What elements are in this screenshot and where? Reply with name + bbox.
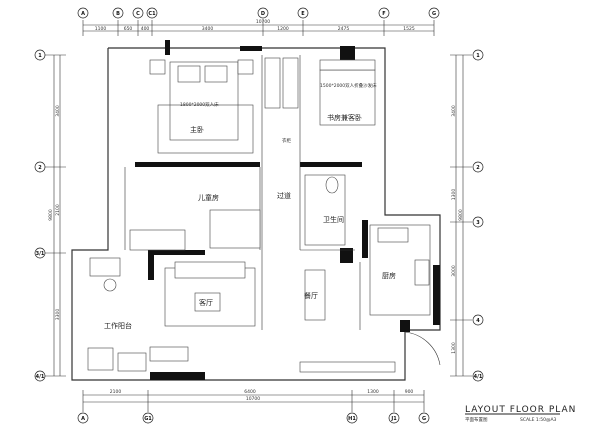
dim-top: 3400 <box>202 26 214 32</box>
grid-label: J1 <box>390 416 397 422</box>
grid-label: 1 <box>38 53 42 59</box>
grid-label: G <box>422 416 426 422</box>
grid-bubble-right: 4/1 <box>472 370 484 382</box>
title-block: LAYOUT FLOOR PLAN 平面布置图 SCALE 1:50@A3 <box>465 405 576 423</box>
dim-right: 3400 <box>451 105 457 117</box>
room-dining: 餐厅 <box>304 291 318 300</box>
grid-label: 3 <box>476 220 480 226</box>
furniture <box>87 57 441 373</box>
dim-top: 400 <box>141 26 150 32</box>
grid-bubble-left: 1 <box>34 49 46 61</box>
grid-bubble-top: F <box>378 7 390 19</box>
grid-label: G <box>432 11 436 17</box>
grid-label: 1 <box>476 53 480 59</box>
drawing-scale: SCALE 1:50@A3 <box>520 417 557 423</box>
grid-label: 2 <box>476 165 480 171</box>
room-bath: 卫生间 <box>323 215 344 224</box>
dim-bottom: 6400 <box>244 389 256 395</box>
dim-top: 1100 <box>95 26 107 32</box>
dim-bottom: 2100 <box>110 389 122 395</box>
room-kitchen: 厨房 <box>382 271 396 280</box>
bottom-dimensions: 2100 6400 1300 900 10700 <box>82 389 425 412</box>
grid-bubble-top: B <box>112 7 124 19</box>
room-master: 主卧 <box>190 125 204 134</box>
grid-bubble-top: A <box>77 7 89 19</box>
note-wardrobe: 衣柜 <box>282 137 291 144</box>
grid-bubble-left: 2 <box>34 161 46 173</box>
grid-label: 4/1 <box>474 374 483 380</box>
drawing-title: LAYOUT FLOOR PLAN <box>465 405 576 415</box>
room-balcony: 工作阳台 <box>104 321 132 330</box>
dim-top: 2475 <box>338 26 350 32</box>
grid-bubble-top: C <box>132 7 144 19</box>
room-labels: 主卧 书房兼客卧 儿童房 过道 卫生间 厨房 客厅 餐厅 工作阳台 1800*2… <box>104 82 396 330</box>
grid-bubble-right: 3 <box>472 216 484 228</box>
grid-label: A <box>81 11 85 17</box>
dim-bottom: 1300 <box>367 389 379 395</box>
dim-top-total: 10700 <box>256 19 270 25</box>
dim-bottom: 900 <box>405 389 414 395</box>
grid-label: 4 <box>476 318 480 324</box>
drawing-subtitle: 平面布置图 <box>465 416 488 423</box>
room-study: 书房兼客卧 <box>327 113 362 122</box>
grid-bubble-bottom: G1 <box>142 412 154 424</box>
grid-label: D <box>261 11 265 17</box>
dim-right: 3000 <box>451 265 457 277</box>
grid-label: G1 <box>144 416 152 422</box>
dim-top: 650 <box>124 26 133 32</box>
dim-top: 1200 <box>277 26 289 32</box>
grid-label: A <box>81 416 85 422</box>
dim-left: 3400 <box>55 105 61 117</box>
dim-left: 2100 <box>55 204 61 216</box>
grid-bubble-top: G <box>428 7 440 19</box>
right-dimensions: 3400 1300 3000 1300 9800 <box>450 54 472 377</box>
grid-bubble-bottom: J1 <box>388 412 400 424</box>
grid-label: 3/1 <box>36 251 45 257</box>
walls <box>71 40 441 381</box>
room-kids: 儿童房 <box>198 193 219 202</box>
room-corridor: 过道 <box>277 191 291 200</box>
dim-left: 3300 <box>55 309 61 321</box>
dim-top: 1525 <box>403 26 415 32</box>
grid-bubble-top: E <box>297 7 309 19</box>
dim-right: 1300 <box>451 189 457 201</box>
grid-bubble-right: 1 <box>472 49 484 61</box>
grid-bubble-bottom: G <box>418 412 430 424</box>
dim-right: 1300 <box>451 342 457 354</box>
grid-label: B <box>116 11 120 17</box>
grid-label: E <box>301 11 305 17</box>
grid-label: 2 <box>38 165 42 171</box>
grid-bubble-top: C1 <box>146 7 158 19</box>
note-master-bed: 1800*2000双人床 <box>180 101 219 108</box>
dim-left-total: 9800 <box>48 209 54 221</box>
grid-bubble-top: D <box>257 7 269 19</box>
left-dimensions: 3400 2100 3300 9800 <box>45 54 66 377</box>
note-study-bed: 1500*2000双人折叠沙发床 <box>320 82 377 89</box>
grid-bubble-bottom: A <box>77 412 89 424</box>
grid-label: 4/1 <box>36 374 45 380</box>
grid-bubble-right: 4 <box>472 314 484 326</box>
grid-bubble-right: 2 <box>472 161 484 173</box>
dim-bottom-total: 10700 <box>246 396 260 402</box>
grid-bubble-left: 3/1 <box>34 247 46 259</box>
top-dimensions: 1100 650 400 3400 1200 2475 1525 10700 <box>82 19 435 36</box>
grid-bubble-left: 4/1 <box>34 370 46 382</box>
room-living: 客厅 <box>199 298 213 307</box>
grid-label: H1 <box>348 416 356 422</box>
grid-label: C <box>136 11 140 17</box>
grid-label: F <box>382 11 385 17</box>
dim-right-total: 9800 <box>458 209 464 221</box>
grid-bubble-bottom: H1 <box>346 412 358 424</box>
grid-label: C1 <box>148 11 156 17</box>
